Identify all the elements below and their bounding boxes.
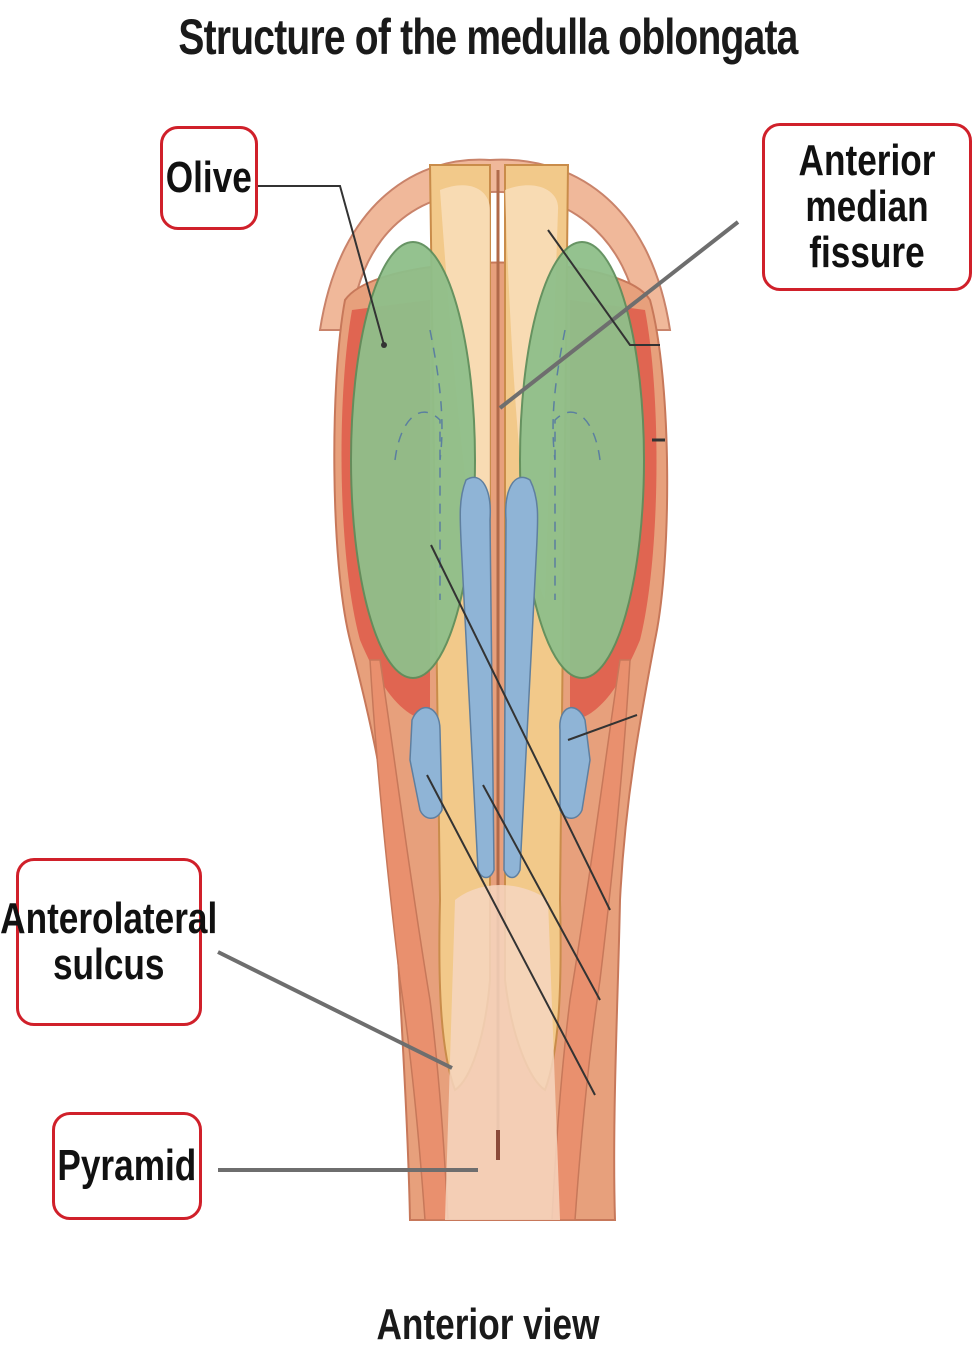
label-olive-text: Olive [166, 155, 252, 201]
label-anterior-median-fissure: Anterior median fissure [762, 123, 972, 291]
label-pyramid: Pyramid [52, 1112, 202, 1220]
label-anterior-median-fissure-text: Anterior median fissure [785, 138, 948, 276]
label-anterolateral-sulcus: Anterolateral sulcus [16, 858, 202, 1026]
olive-leader-dot [381, 342, 387, 348]
label-pyramid-text: Pyramid [58, 1143, 197, 1189]
view-caption: Anterior view [98, 1300, 879, 1350]
label-anterolateral-sulcus-text: Anterolateral sulcus [0, 896, 217, 988]
label-olive: Olive [160, 126, 258, 230]
left-olive [351, 242, 475, 678]
right-olive [520, 242, 644, 678]
